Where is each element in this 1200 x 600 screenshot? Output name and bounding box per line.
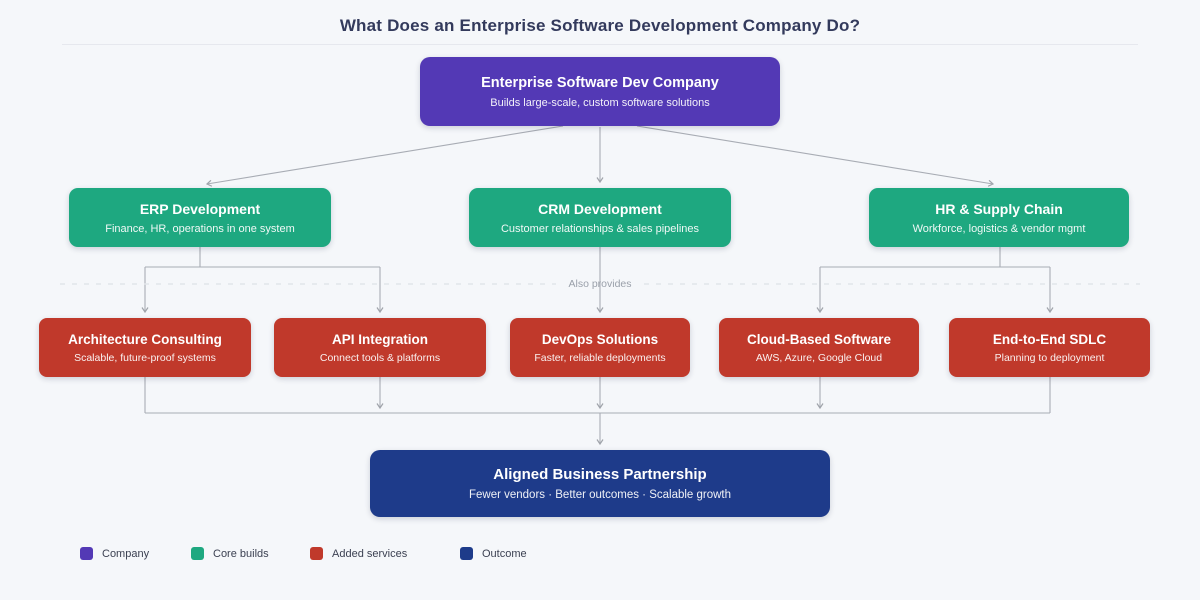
also-provides-label: Also provides [568,278,632,290]
node-hr-supply-chain: HR & Supply Chain Workforce, logistics &… [869,188,1129,247]
legend-swatch-added-services [310,547,323,560]
legend-label-core-builds: Core builds [213,547,269,560]
legend-label-added-services: Added services [332,547,408,560]
node-end-to-end-sdlc: End-to-End SDLC Planning to deployment [949,318,1150,377]
node-api-integration: API Integration Connect tools & platform… [274,318,486,377]
node-architecture-consulting: Architecture Consulting Scalable, future… [39,318,251,377]
title-divider [62,44,1138,45]
node-company: Enterprise Software Dev Company Builds l… [420,57,780,126]
node-cloud-based-software: Cloud-Based Software AWS, Azure, Google … [719,318,919,377]
node-crm-title: CRM Development [538,200,662,217]
node-crm-development: CRM Development Customer relationships &… [469,188,731,247]
node-outcome-title: Aligned Business Partnership [493,466,707,483]
page-title: What Does an Enterprise Software Develop… [339,16,861,35]
node-erp-subtitle: Finance, HR, operations in one system [105,222,295,235]
legend-label-outcome: Outcome [482,547,527,560]
legend-label-company: Company [102,547,150,560]
node-sdlc-title: End-to-End SDLC [992,331,1107,347]
legend-item-outcome: Outcome [460,547,527,560]
node-erp-title: ERP Development [139,200,261,217]
node-cloud-title: Cloud-Based Software [746,331,892,347]
node-api-subtitle: Connect tools & platforms [319,351,441,364]
legend-swatch-core-builds [191,547,204,560]
legend-swatch-company [80,547,93,560]
node-outcome-subtitle: Fewer vendors · Better outcomes · Scalab… [468,489,732,501]
node-sdlc-subtitle: Planning to deployment [994,351,1105,364]
node-arch-subtitle: Scalable, future-proof systems [74,351,216,364]
node-hr-subtitle: Workforce, logistics & vendor mgmt [912,222,1086,235]
node-api-title: API Integration [331,331,428,347]
node-company-subtitle: Builds large-scale, custom software solu… [490,96,710,109]
node-company-title: Enterprise Software Dev Company [481,74,719,91]
legend-item-added-services: Added services [310,547,407,560]
node-outcome-partnership: Aligned Business Partnership Fewer vendo… [370,450,830,517]
node-arch-title: Architecture Consulting [68,331,222,347]
node-devops-subtitle: Faster, reliable deployments [534,351,666,364]
legend-item-company: Company [80,547,149,560]
node-devops-title: DevOps Solutions [541,331,659,347]
node-devops-solutions: DevOps Solutions Faster, reliable deploy… [510,318,690,377]
node-hr-title: HR & Supply Chain [935,200,1063,217]
node-crm-subtitle: Customer relationships & sales pipelines [500,222,700,235]
node-cloud-subtitle: AWS, Azure, Google Cloud [755,351,883,364]
legend-swatch-outcome [460,547,473,560]
node-erp-development: ERP Development Finance, HR, operations … [69,188,331,247]
legend-item-core-builds: Core builds [191,547,269,560]
